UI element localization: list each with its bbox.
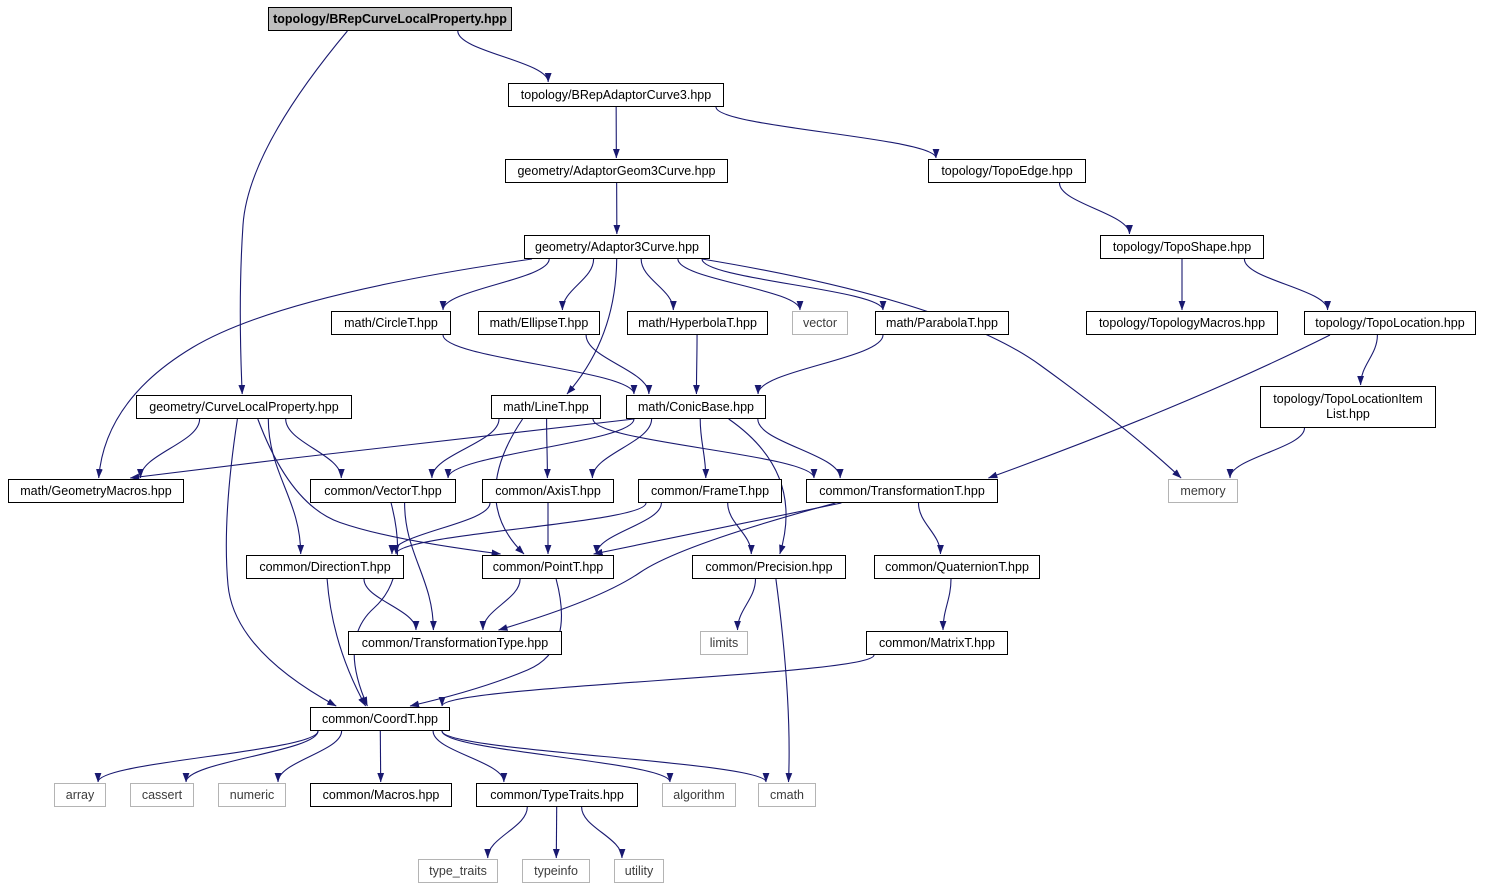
edge-type_traits_hpp-to-utility (581, 806, 626, 859)
graph-node-frame_t[interactable]: common/FrameT.hpp (638, 479, 782, 503)
edge-point_t-to-coord_t (409, 578, 563, 708)
edge-adaptor3_curve-to-memory (701, 258, 1182, 479)
edge-circle_t-to-conic_base (442, 334, 638, 395)
graph-node-direction_t[interactable]: common/DirectionT.hpp (246, 555, 404, 579)
edge-hyperbola_t-to-conic_base (693, 334, 700, 395)
graph-node-utility: utility (614, 859, 664, 883)
edge-conic_base-to-axis_t (589, 418, 653, 479)
graph-node-topo_edge[interactable]: topology/TopoEdge.hpp (928, 159, 1086, 183)
graph-node-precision[interactable]: common/Precision.hpp (692, 555, 846, 579)
edge-type_traits_hpp-to-std_type_traits (484, 806, 528, 859)
edge-adaptor3_curve-to-ellipse_t (559, 258, 595, 311)
edge-transformation_t-to-quaternion_t (917, 502, 944, 555)
edge-quaternion_t-to-matrix_t (939, 578, 952, 631)
edge-parabola_t-to-conic_base (754, 334, 884, 395)
graph-node-conic_base[interactable]: math/ConicBase.hpp (626, 395, 766, 419)
graph-node-topology_macros[interactable]: topology/TopologyMacros.hpp (1086, 311, 1278, 335)
graph-node-memory: memory (1168, 479, 1238, 503)
graph-node-axis_t[interactable]: common/AxisT.hpp (482, 479, 614, 503)
edge-brep_curve_local_property-to-brep_adaptor_curve3 (457, 30, 552, 83)
edge-coord_t-to-cmath (441, 730, 770, 783)
graph-node-vector_t[interactable]: common/VectorT.hpp (310, 479, 456, 503)
edge-line_t-to-axis_t (543, 418, 551, 479)
graph-node-adaptor3_curve[interactable]: geometry/Adaptor3Curve.hpp (524, 235, 710, 259)
graph-node-brep_adaptor_curve3[interactable]: topology/BRepAdaptorCurve3.hpp (508, 83, 724, 107)
graph-node-circle_t[interactable]: math/CircleT.hpp (331, 311, 451, 335)
graph-node-parabola_t[interactable]: math/ParabolaT.hpp (875, 311, 1009, 335)
edge-curve_local_property-to-vector_t (285, 418, 345, 479)
edge-precision-to-limits (734, 578, 757, 631)
edge-direction_t-to-transformation_type (363, 578, 420, 631)
graph-node-adaptor_geom3_curve[interactable]: geometry/AdaptorGeom3Curve.hpp (505, 159, 728, 183)
graph-node-transformation_t[interactable]: common/TransformationT.hpp (806, 479, 998, 503)
edge-coord_t-to-algorithm (441, 730, 674, 783)
edge-brep_adaptor_curve3-to-topo_edge (715, 106, 940, 159)
graph-node-topo_location[interactable]: topology/TopoLocation.hpp (1304, 311, 1476, 335)
edge-curve_local_property-to-point_t (257, 418, 501, 557)
edge-curve_local_property-to-geometry_macros (137, 418, 201, 479)
edge-conic_base-to-frame_t (699, 418, 710, 479)
graph-node-algorithm: algorithm (662, 783, 736, 807)
graph-node-array: array (54, 783, 106, 807)
edge-adaptor3_curve-to-vector (677, 258, 804, 311)
edge-conic_base-to-vector_t (444, 418, 635, 479)
graph-node-hyperbola_t[interactable]: math/HyperbolaT.hpp (627, 311, 768, 335)
graph-node-matrix_t[interactable]: common/MatrixT.hpp (866, 631, 1008, 655)
graph-node-typeinfo: typeinfo (522, 859, 590, 883)
graph-node-std_type_traits: type_traits (418, 859, 498, 883)
edge-topo_location_item_list-to-memory (1226, 427, 1306, 479)
edge-curve_local_property-to-direction_t (267, 418, 305, 555)
edge-adaptor3_curve-to-circle_t (439, 258, 550, 311)
graph-node-transformation_type[interactable]: common/TransformationType.hpp (348, 631, 562, 655)
edge-transformation_t-to-point_t (593, 502, 842, 556)
edge-topo_location-to-topo_location_item_list (1357, 334, 1378, 386)
edge-coord_t-to-cassert (182, 730, 319, 783)
graph-node-numeric: numeric (218, 783, 286, 807)
edge-topo_shape-to-topo_location (1243, 258, 1331, 311)
edge-matrix_t-to-coord_t (438, 654, 875, 707)
graph-node-cmath: cmath (758, 783, 816, 807)
graph-node-quaternion_t[interactable]: common/QuaternionT.hpp (874, 555, 1040, 579)
graph-node-type_traits_hpp[interactable]: common/TypeTraits.hpp (476, 783, 638, 807)
edge-brep_curve_local_property-to-curve_local_property (238, 30, 348, 395)
graph-node-topo_shape[interactable]: topology/TopoShape.hpp (1100, 235, 1264, 259)
edge-frame_t-to-precision (727, 502, 755, 555)
edge-conic_base-to-geometry_macros (129, 418, 635, 481)
edge-ellipse_t-to-conic_base (585, 334, 653, 395)
edge-adaptor3_curve-to-line_t (566, 258, 618, 395)
edge-precision-to-cmath (775, 578, 793, 783)
edge-vector_t-to-transformation_type (404, 502, 437, 631)
edge-topo_edge-to-topo_shape (1058, 182, 1133, 235)
edge-vector_t-to-coord_t (353, 502, 399, 707)
edge-coord_t-to-type_traits_hpp (432, 730, 508, 783)
edge-adaptor3_curve-to-hyperbola_t (640, 258, 677, 311)
graph-node-macros[interactable]: common/Macros.hpp (310, 783, 452, 807)
edge-coord_t-to-numeric (274, 730, 343, 783)
edge-conic_base-to-transformation_t (757, 418, 844, 479)
edge-topo_location-to-transformation_t (988, 334, 1331, 479)
graph-node-ellipse_t[interactable]: math/EllipseT.hpp (478, 311, 600, 335)
graph-node-curve_local_property[interactable]: geometry/CurveLocalProperty.hpp (136, 395, 352, 419)
edge-line_t-to-vector_t (428, 418, 500, 479)
edge-frame_t-to-direction_t (392, 502, 647, 555)
graph-node-coord_t[interactable]: common/CoordT.hpp (310, 707, 450, 731)
edge-direction_t-to-coord_t (326, 578, 367, 707)
graph-node-limits: limits (700, 631, 748, 655)
edge-frame_t-to-point_t (593, 502, 662, 555)
edge-curve_local_property-to-coord_t (225, 418, 337, 707)
graph-node-geometry_macros[interactable]: math/GeometryMacros.hpp (8, 479, 184, 503)
graph-node-point_t[interactable]: common/PointT.hpp (482, 555, 614, 579)
edge-coord_t-to-array (94, 730, 319, 783)
edge-adaptor3_curve-to-geometry_macros (96, 258, 533, 479)
edge-point_t-to-transformation_type (479, 578, 521, 631)
edge-adaptor3_curve-to-parabola_t (701, 258, 887, 311)
graph-node-topo_location_item_list[interactable]: topology/TopoLocationItem List.hpp (1260, 386, 1436, 428)
graph-node-line_t[interactable]: math/LineT.hpp (491, 395, 601, 419)
graph-node-cassert: cassert (130, 783, 194, 807)
graph-node-vector: vector (792, 311, 848, 335)
graph-node-brep_curve_local_property[interactable]: topology/BRepCurveLocalProperty.hpp (268, 7, 512, 31)
edge-transformation_t-to-transformation_type (498, 502, 836, 631)
